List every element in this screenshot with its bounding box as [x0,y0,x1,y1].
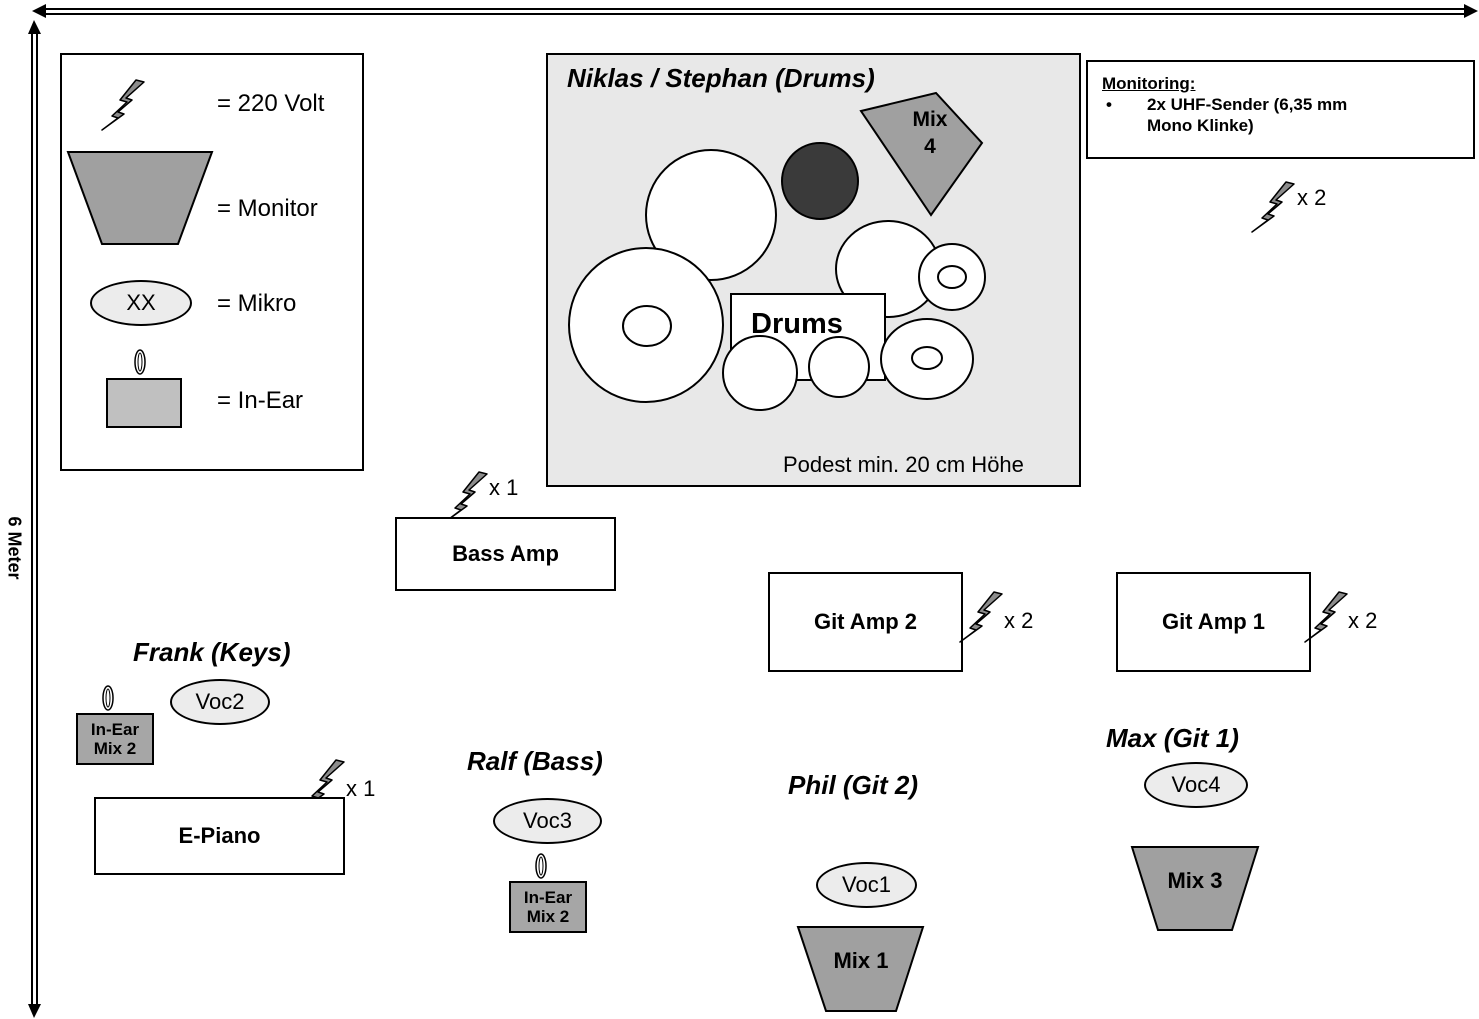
drum-monitor-line1: Mix [912,108,948,131]
width-arrow [32,4,1478,18]
git-amp-1: Git Amp 1 [1116,572,1311,672]
bullet-icon: • [1106,95,1112,114]
monitoring-power-count: x 2 [1297,185,1327,210]
drum-circle [722,335,798,411]
antenna-icon [134,349,146,375]
monitoring-title: Monitoring: [1102,74,1196,93]
max-mic: Voc4 [1144,762,1248,808]
height-arrow [28,20,41,1018]
frank-name: Frank (Keys) [133,637,291,667]
git-amp-2-power-count: x 2 [1004,608,1034,633]
drum-circle [781,142,859,220]
power-icon [1251,181,1295,233]
power-icon [1304,591,1348,643]
legend-inear-label: = In-Ear [217,387,304,414]
inear-icon [106,378,182,428]
max-monitor-label: Mix 3 [1167,868,1223,893]
ralf-inear: In-Ear Mix 2 [509,881,587,933]
legend-power-label: = 220 Volt [217,90,325,117]
drums-label: Drums [751,308,843,340]
monitoring-item-line2: Mono Klinke) [1147,116,1254,135]
frank-inear-line2: Mix 2 [93,739,137,758]
antenna-icon [535,853,547,879]
bass-amp: Bass Amp [395,517,616,591]
legend-monitor-label: = Monitor [217,195,318,222]
frank-inear: In-Ear Mix 2 [76,713,154,765]
ralf-inear-line2: Mix 2 [526,907,570,926]
legend-mic-label: = Mikro [217,290,297,317]
power-icon [101,79,145,131]
ralf-name: Ralf (Bass) [467,746,603,776]
monitoring-item-line1: 2x UHF-Sender (6,35 mm [1147,95,1348,114]
ralf-inear-line1: In-Ear [523,888,573,907]
drum-circle [808,336,870,398]
drum-circle [937,265,967,289]
drum-circle [911,346,943,370]
dimension-label: 6 Meter [4,516,25,580]
frank-mic: Voc2 [170,679,270,725]
phil-monitor-label: Mix 1 [833,948,889,973]
e-piano-power-count: x 1 [346,776,376,801]
drum-circle [622,305,672,347]
power-icon [444,471,488,523]
e-piano: E-Piano [94,797,345,875]
phil-mic: Voc1 [816,862,917,908]
frank-inear-line1: In-Ear [90,720,140,739]
drum-kit [568,91,986,411]
max-monitor [1130,846,1260,931]
drum-monitor-label: Mix 4 [900,106,960,160]
monitoring-item: • 2x UHF-Sender (6,35 mm Mono Klinke) [1102,94,1463,136]
phil-name: Phil (Git 2) [788,770,918,800]
ralf-mic: Voc3 [493,798,602,844]
drums-title: Niklas / Stephan (Drums) [567,63,875,93]
max-name: Max (Git 1) [1106,723,1239,753]
power-icon [959,591,1003,643]
drum-monitor [859,91,984,217]
phil-monitor [796,926,925,1012]
bass-amp-power-count: x 1 [489,475,519,500]
git-amp-2: Git Amp 2 [768,572,963,672]
git-amp-1-power-count: x 2 [1348,608,1378,633]
drum-monitor-line2: 4 [924,135,936,158]
legend-mic-sample: XX [90,280,192,326]
monitor-icon [66,151,214,245]
drum-circle [645,149,777,281]
antenna-icon [102,685,114,711]
podium-note: Podest min. 20 cm Höhe [783,452,1024,477]
monitoring-box: Monitoring: • 2x UHF-Sender (6,35 mm Mon… [1086,60,1475,159]
